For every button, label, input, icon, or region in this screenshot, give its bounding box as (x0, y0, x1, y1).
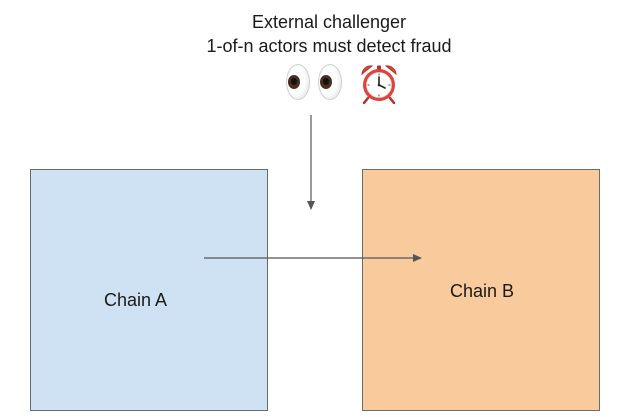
chain-b-box: Chain B (362, 169, 600, 411)
chain-b-label: Chain B (450, 281, 515, 301)
right-eye-icon (318, 64, 342, 100)
challenger-subtitle: 1-of-n actors must detect fraud (206, 36, 452, 56)
chain-a-label: Chain A (104, 290, 168, 310)
challenger-title: External challenger (251, 12, 407, 32)
left-eye-icon (286, 64, 310, 100)
challenger-icons (280, 60, 410, 106)
chain-a-box: Chain A (30, 169, 268, 411)
alarm-clock-icon (361, 65, 397, 104)
